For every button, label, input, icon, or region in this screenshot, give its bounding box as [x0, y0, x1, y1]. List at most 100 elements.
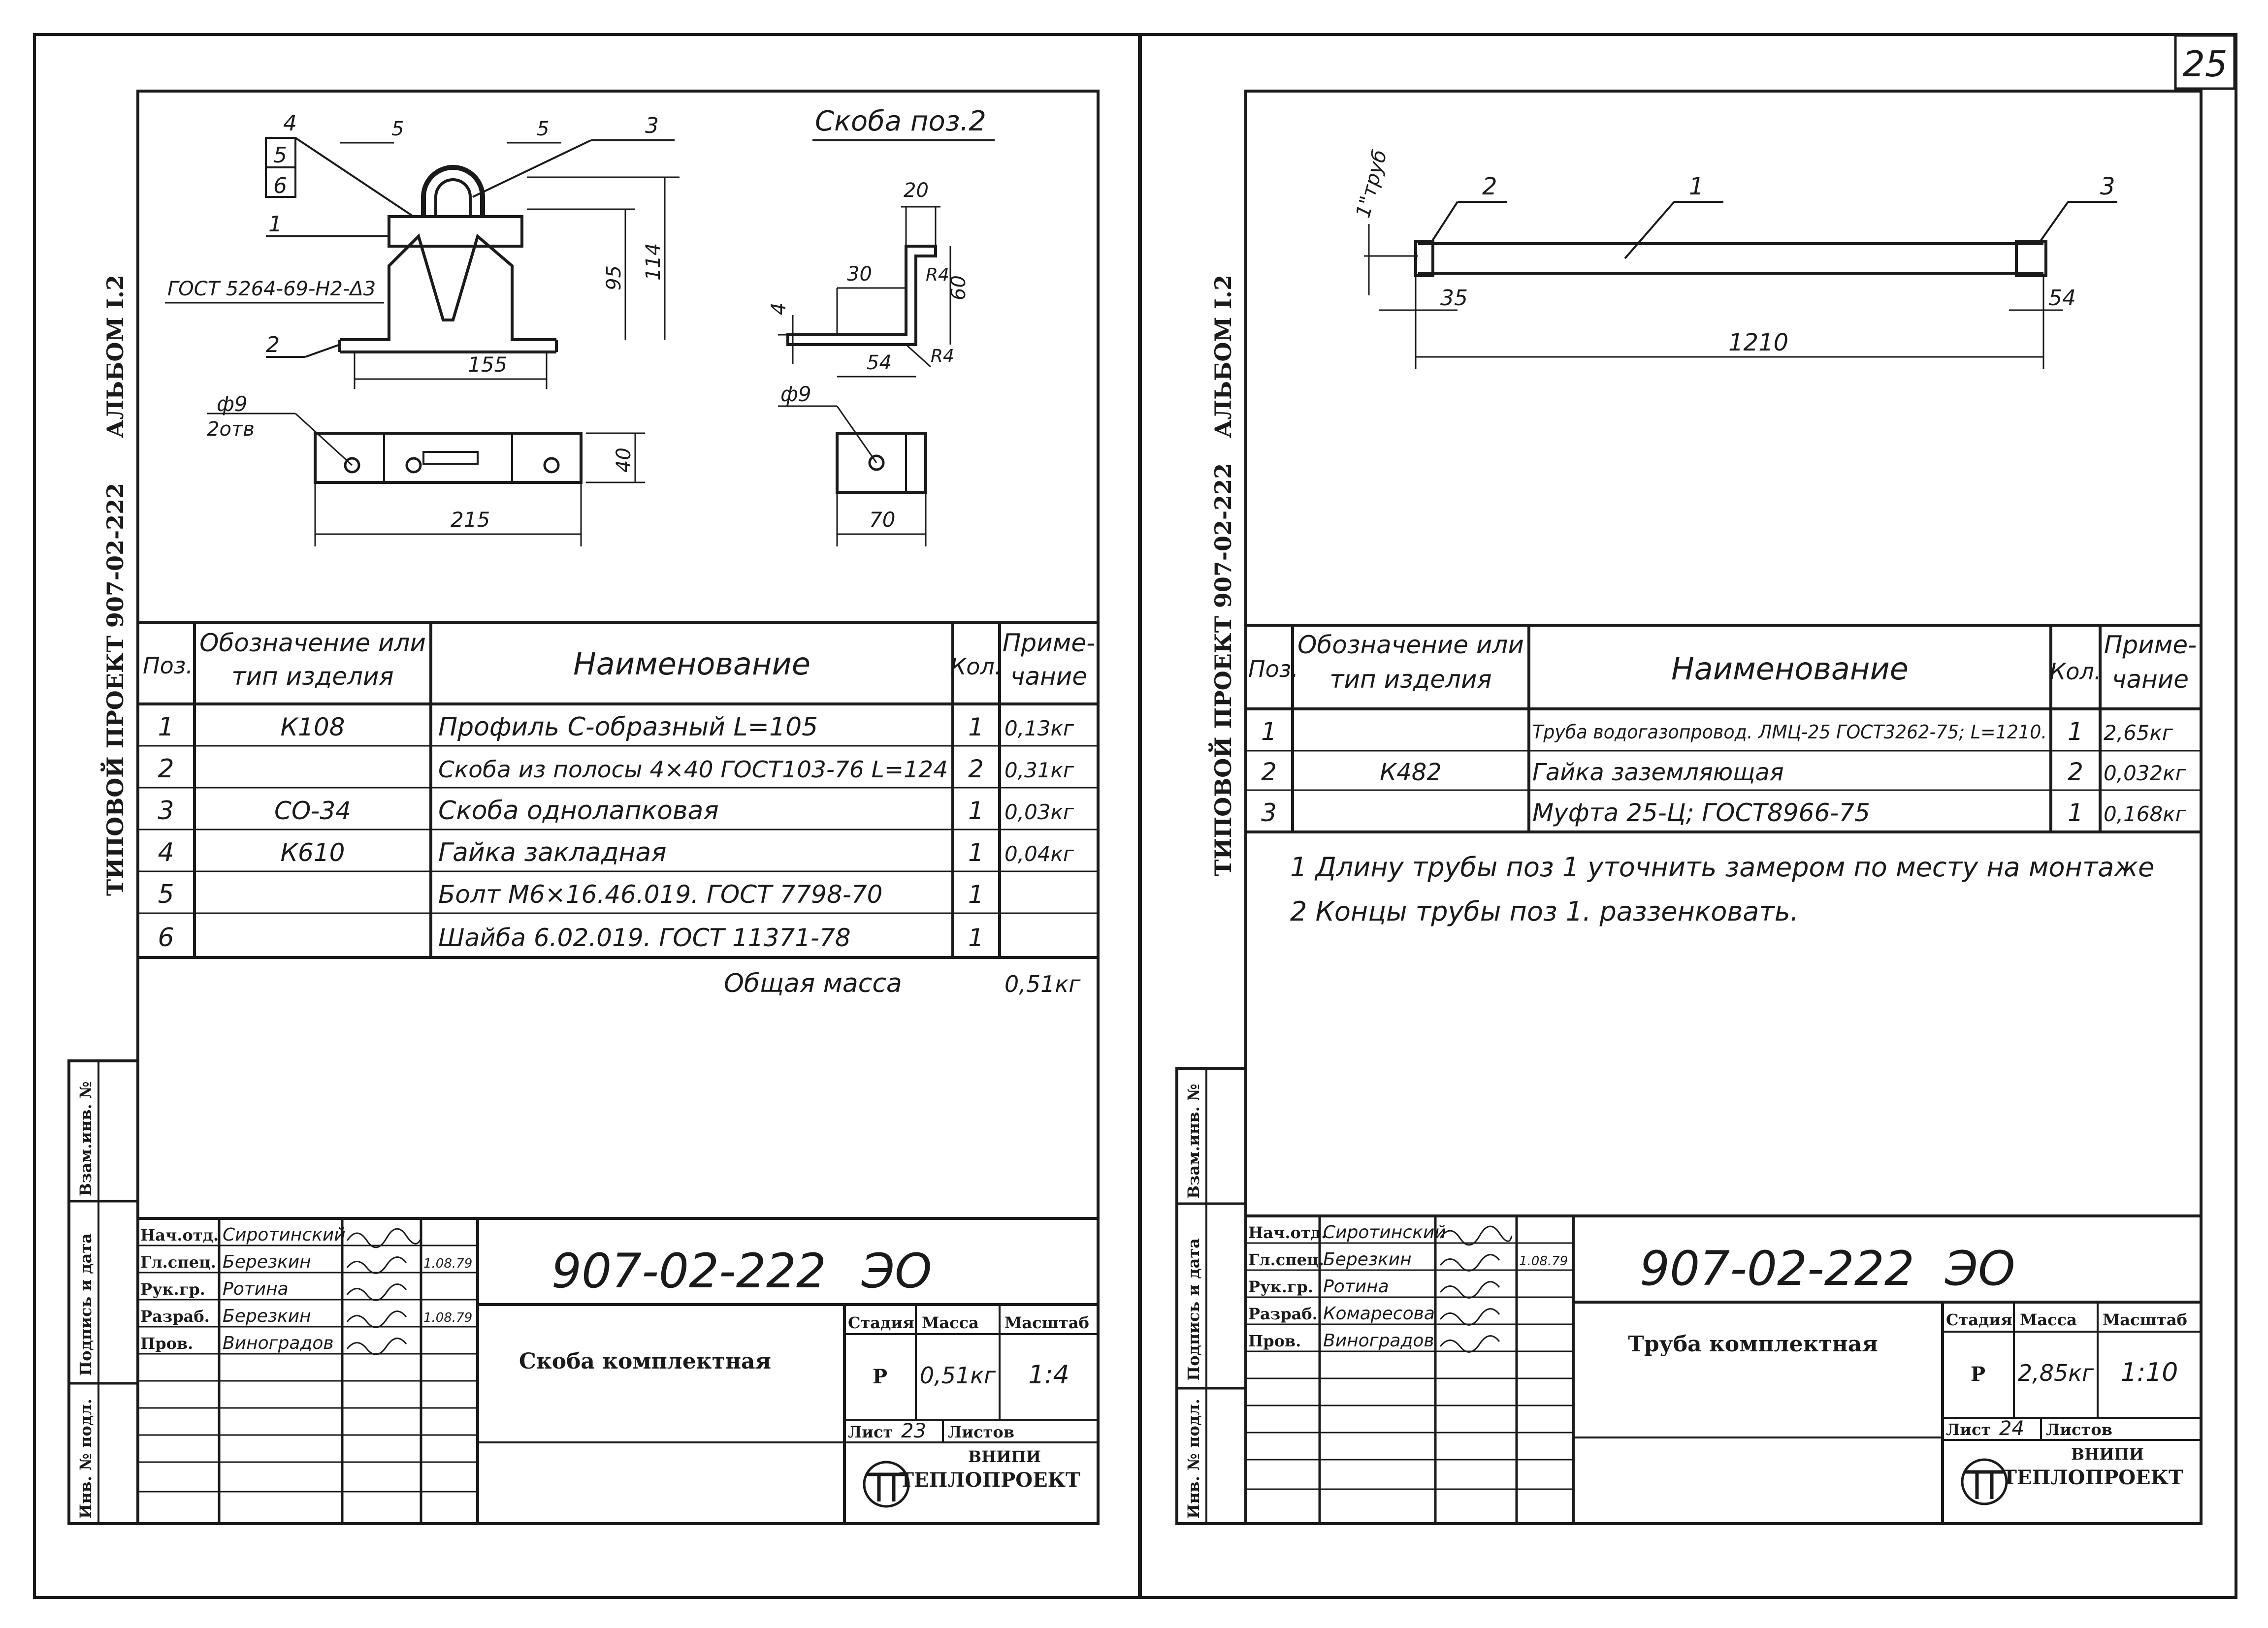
- org-logo-icon: [863, 1461, 910, 1508]
- svg-text:1: 1: [268, 212, 282, 237]
- svg-text:6: 6: [158, 923, 174, 953]
- org-bottom: ТЕПЛОПРОЕКТ: [899, 1468, 1080, 1492]
- doc-code: 907-02-222: [1640, 1241, 1914, 1296]
- spec-row: 1 К108 Профиль С-образный L=105 1 0,13кг: [158, 712, 1074, 742]
- left-inner-frame: [136, 90, 1100, 1525]
- svg-text:5: 5: [537, 118, 549, 140]
- svg-text:2: 2: [1482, 173, 1497, 200]
- svg-text:3: 3: [1261, 798, 1277, 827]
- svg-text:95: 95: [603, 265, 625, 290]
- svg-text:R4: R4: [931, 346, 954, 366]
- spec-header-note: Приме-чание: [1002, 629, 1096, 691]
- svg-text:5: 5: [273, 143, 287, 168]
- svg-text:Лист: Лист: [848, 1423, 893, 1441]
- right-pipe-drawing: 1"труб 2 1 3 35 54 1210: [1352, 148, 2117, 369]
- svg-text:ф9: ф9: [217, 392, 248, 416]
- svg-text:1.08.79: 1.08.79: [1519, 1254, 1568, 1269]
- svg-text:2: 2: [1261, 758, 1277, 786]
- spec-row: 2 Скоба из полосы 4×40 ГОСТ103-76 L=124 …: [158, 754, 1074, 784]
- org-top: ВНИПИ: [2071, 1445, 2144, 1464]
- svg-text:1210: 1210: [1728, 329, 1788, 356]
- spec-row: 4 К610 Гайка закладная 1 0,04кг: [158, 838, 1074, 867]
- svg-text:1: 1: [968, 924, 984, 952]
- page-number: 25: [2182, 43, 2228, 85]
- svg-text:20: 20: [904, 179, 929, 202]
- svg-text:Листов: Листов: [2046, 1420, 2112, 1439]
- sheet-frames: [33, 33, 2237, 1599]
- svg-text:3: 3: [158, 796, 174, 826]
- spec-header-pos: Поз.: [1248, 656, 1298, 682]
- svg-text:Болт М6×16.46.019. ГОСТ 7798-7: Болт М6×16.46.019. ГОСТ 7798-70: [438, 880, 882, 909]
- svg-text:Профиль С-образный L=105: Профиль С-образный L=105: [438, 712, 818, 742]
- spec-header-qty: Кол.: [2050, 658, 2102, 685]
- role-row: Гл.спец. Березкин 1.08.79: [1248, 1249, 1568, 1270]
- spec-row: 3 Муфта 25-Ц; ГОСТ8966-75 1 0,168кг: [1261, 798, 2187, 827]
- right-side-album: АЛЬБОМ I.2: [1210, 275, 1236, 438]
- left-side-album: АЛЬБОМ I.2: [102, 275, 129, 438]
- svg-text:4: 4: [283, 111, 297, 136]
- spec-header-name: Наименование: [573, 646, 810, 682]
- svg-text:0,03кг: 0,03кг: [1004, 800, 1074, 824]
- role-row: Рук.гр. Ротина: [1248, 1277, 1389, 1297]
- left-side-stamp: Взам.инв. № Подпись и дата Инв. № подл.: [67, 1059, 139, 1525]
- svg-text:Нач.отд.: Нач.отд.: [1248, 1223, 1327, 1242]
- svg-text:К482: К482: [1380, 759, 1442, 786]
- svg-text:Шайба 6.02.019. ГОСТ 11371-78: Шайба 6.02.019. ГОСТ 11371-78: [438, 924, 851, 952]
- svg-text:Взам.инв. №: Взам.инв. №: [1184, 1084, 1203, 1199]
- spec-header-designation: Обозначение или тип изделия: [199, 629, 426, 691]
- signatures: [346, 1228, 422, 1355]
- scale-value: 1:4: [1028, 1360, 1069, 1390]
- svg-text:70: 70: [869, 508, 895, 532]
- svg-text:4: 4: [768, 303, 790, 315]
- svg-text:1.08.79: 1.08.79: [423, 1256, 472, 1271]
- left-title-block: Нач.отд. Сиротинский Гл.спец. Березкин 1…: [138, 1217, 1098, 1524]
- svg-text:2,65кг: 2,65кг: [2104, 721, 2173, 745]
- spec-row: 5 Болт М6×16.46.019. ГОСТ 7798-70 1: [158, 880, 983, 909]
- svg-text:215: 215: [451, 508, 490, 532]
- svg-text:0,04кг: 0,04кг: [1004, 842, 1074, 866]
- svg-text:60: 60: [947, 275, 970, 300]
- spec-row: 6 Шайба 6.02.019. ГОСТ 11371-78 1: [158, 923, 983, 953]
- svg-text:Инв. № подл.: Инв. № подл.: [76, 1399, 95, 1519]
- svg-text:Пров.: Пров.: [1248, 1332, 1301, 1350]
- spec-row: 3 СО-34 Скоба однолапковая 1 0,03кг: [158, 796, 1074, 826]
- svg-text:35: 35: [1440, 286, 1468, 311]
- svg-text:Березкин: Березкин: [223, 1306, 311, 1326]
- right-spec-table: Поз. Обозначение или тип изделия Наимено…: [1246, 624, 2201, 833]
- svg-text:Пров.: Пров.: [140, 1334, 193, 1353]
- svg-text:54: 54: [2048, 286, 2076, 311]
- svg-text:3: 3: [645, 113, 659, 138]
- svg-text:0,032кг: 0,032кг: [2104, 761, 2187, 785]
- org-top: ВНИПИ: [968, 1447, 1041, 1466]
- svg-text:Рук.гр.: Рук.гр.: [1248, 1277, 1313, 1296]
- svg-text:R4: R4: [926, 265, 949, 285]
- weld-gost: ГОСТ 5264-69-Н2-Δ3: [167, 278, 376, 300]
- svg-text:2: 2: [158, 754, 174, 784]
- svg-text:1: 1: [1261, 717, 1277, 746]
- stage-value: Р: [1971, 1363, 1985, 1386]
- svg-text:2: 2: [2068, 758, 2083, 786]
- svg-text:5: 5: [391, 118, 404, 140]
- item-title: Скоба комплектная: [519, 1349, 771, 1374]
- note-2: 2 Концы трубы поз 1. раззенковать.: [1290, 896, 1799, 927]
- left-assembly-drawing: Скоба поз.2 4 5 6 1 2 3: [165, 105, 995, 546]
- svg-text:Подпись и дата: Подпись и дата: [76, 1233, 95, 1376]
- svg-text:Сиротинский: Сиротинский: [1323, 1222, 1446, 1243]
- spec-header-name: Наименование: [1671, 651, 1909, 687]
- svg-text:4: 4: [158, 838, 174, 867]
- svg-text:155: 155: [468, 352, 507, 377]
- svg-text:1: 1: [2068, 717, 2083, 746]
- doc-suffix: ЭО: [861, 1244, 932, 1299]
- svg-text:Масштаб: Масштаб: [1004, 1313, 1089, 1332]
- item-title: Труба комплектная: [1628, 1332, 1878, 1357]
- svg-text:Разраб.: Разраб.: [140, 1307, 210, 1326]
- svg-text:Масштаб: Масштаб: [2103, 1310, 2187, 1329]
- svg-text:1"труб: 1"труб: [1352, 148, 1392, 221]
- svg-text:Березкин: Березкин: [1323, 1249, 1412, 1270]
- svg-text:Стадия: Стадия: [848, 1313, 914, 1332]
- svg-text:114: 114: [642, 243, 665, 281]
- svg-text:6: 6: [273, 173, 287, 198]
- svg-text:Лист: Лист: [1946, 1420, 1991, 1439]
- svg-text:СО-34: СО-34: [274, 797, 351, 825]
- svg-text:2отв: 2отв: [207, 418, 255, 441]
